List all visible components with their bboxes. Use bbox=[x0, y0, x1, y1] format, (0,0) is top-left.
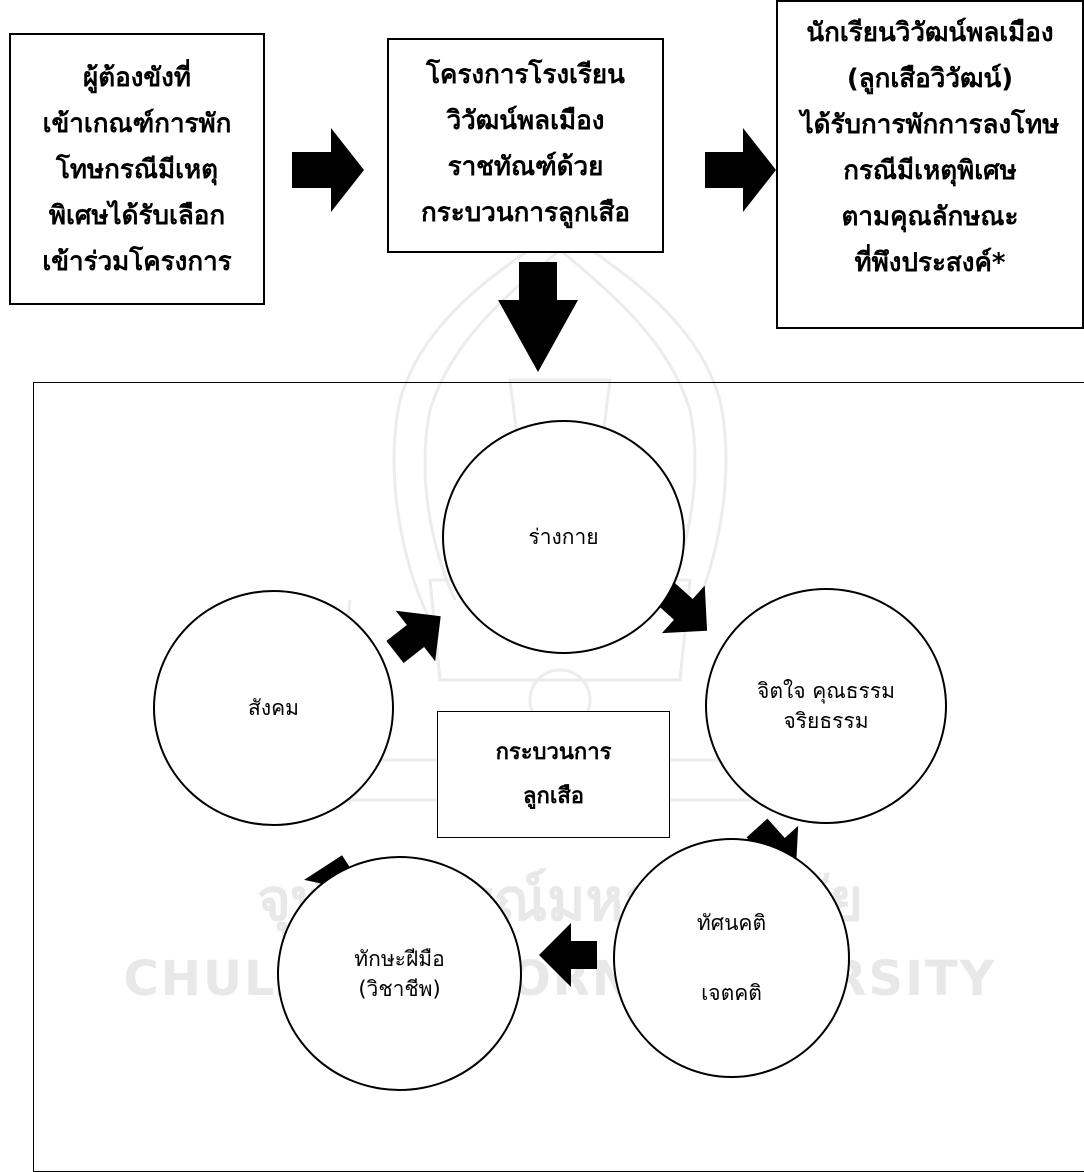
box-line: ผู้ต้องขังที่ bbox=[82, 63, 192, 93]
circle-label: ร่างกาย bbox=[528, 525, 599, 549]
box-line: กระบวนการลูกเสือ bbox=[421, 198, 630, 228]
arrow-right-icon bbox=[292, 128, 364, 212]
circle-label: จริยธรรม bbox=[783, 709, 869, 733]
box-line: นักเรียนวิวัฒน์พลเมือง bbox=[806, 18, 1054, 48]
box-line: ตามคุณลักษณะ bbox=[841, 202, 1019, 232]
cycle-arrow-icon bbox=[386, 610, 441, 664]
cycle-arrow-icon bbox=[539, 923, 597, 987]
civic-school-project-box: โครงการโรงเรียน วิวัฒน์พลเมือง ราชทัณฑ์ด… bbox=[387, 38, 664, 253]
box-line: เข้าร่วมโครงการ bbox=[42, 247, 232, 277]
box-line: กรณีมีเหตุพิเศษ bbox=[843, 156, 1017, 186]
circle-vocational-skill: ทักษะฝีมือ (วิชาชีพ) bbox=[277, 856, 522, 1091]
circle-physical: ร่างกาย bbox=[442, 420, 685, 654]
arrow-right-icon bbox=[705, 128, 776, 212]
box-line: โทษกรณีมีเหตุ bbox=[55, 155, 219, 185]
box-line: ที่พึงประสงค์* bbox=[854, 248, 1006, 278]
box-line: เข้าเกณฑ์การพัก bbox=[42, 109, 232, 139]
eligible-inmates-box: ผู้ต้องขังที่ เข้าเกณฑ์การพัก โทษกรณีมีเ… bbox=[9, 33, 265, 305]
center-label: ลูกเสือ bbox=[523, 783, 584, 809]
circle-mind-morality: จิตใจ คุณธรรม จริยธรรม bbox=[705, 588, 947, 824]
box-line: โครงการโรงเรียน bbox=[426, 60, 625, 90]
arrow-down-icon bbox=[498, 262, 578, 372]
circle-social: สังคม bbox=[153, 590, 394, 826]
circle-label: เจตคติ bbox=[701, 981, 762, 1005]
center-label: กระบวนการ bbox=[495, 739, 612, 765]
box-line: (ลูกเสือวิวัฒน์) bbox=[846, 64, 1014, 94]
box-line: วิวัฒน์พลเมือง bbox=[446, 106, 605, 136]
circle-label: ทักษะฝีมือ bbox=[354, 946, 445, 971]
circle-label: ทัศนคติ bbox=[696, 911, 767, 935]
circle-label: (วิชาชีพ) bbox=[358, 976, 441, 1001]
box-line: พิเศษได้รับเลือก bbox=[48, 201, 226, 231]
circle-attitude: ทัศนคติ เจตคติ bbox=[613, 838, 850, 1078]
box-line: ได้รับการพักการลงโทษ bbox=[800, 110, 1060, 140]
circle-label: สังคม bbox=[248, 696, 299, 720]
box-line: ราชทัณฑ์ด้วย bbox=[447, 152, 604, 182]
parole-outcome-box: นักเรียนวิวัฒน์พลเมือง (ลูกเสือวิวัฒน์) … bbox=[776, 0, 1084, 329]
circle-label: จิตใจ คุณธรรม bbox=[757, 679, 895, 703]
scout-process-center-box: กระบวนการ ลูกเสือ bbox=[437, 711, 670, 838]
